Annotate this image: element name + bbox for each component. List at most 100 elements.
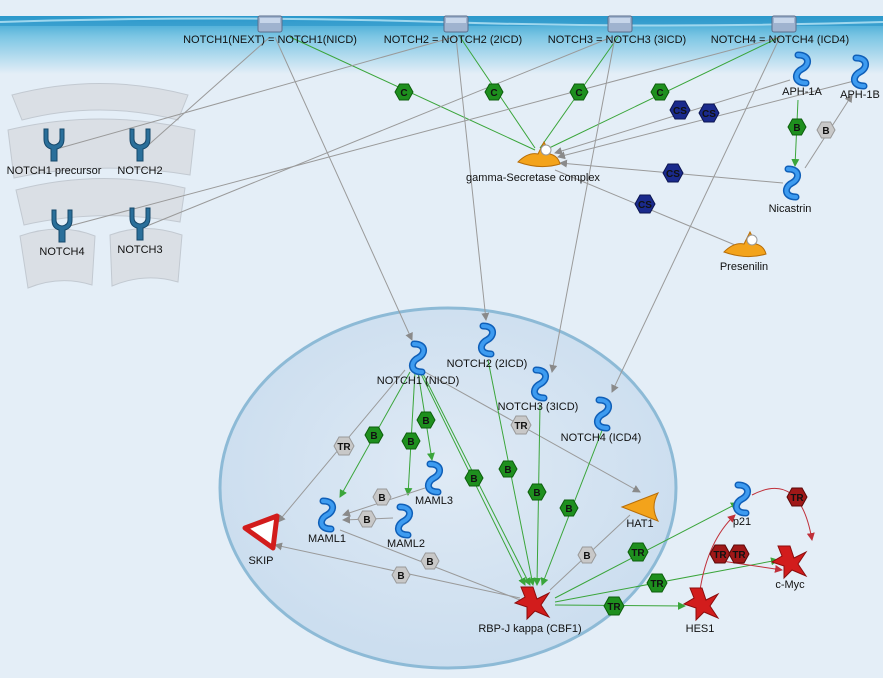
svg-text:B: B [378,493,385,504]
node-notch1-precursor[interactable]: NOTCH1 precursor [7,128,102,177]
badge-b: B [364,426,384,444]
svg-text:Nicastrin: Nicastrin [769,203,812,215]
badge-b: B [787,118,807,136]
svg-text:Presenilin: Presenilin [720,261,768,273]
svg-text:C: C [575,88,582,99]
svg-text:C: C [400,88,407,99]
node-notch1-membrane[interactable]: NOTCH1(NEXT) = NOTCH1(NICD) [183,15,357,46]
svg-text:B: B [583,551,590,562]
badge-c: C [394,83,414,101]
node-notch4-membrane[interactable]: NOTCH4 = NOTCH4 (ICD4) [711,15,849,46]
badge-cs: CS [698,103,720,123]
badge-tr: TR [646,573,668,593]
node-notch3-3icd[interactable]: NOTCH3 (3ICD) [498,370,579,413]
svg-text:NOTCH2: NOTCH2 [117,165,162,177]
node-hes1[interactable]: HES1 [683,587,719,635]
svg-text:B: B [370,431,377,442]
svg-text:B: B [397,571,404,582]
node-nicastrin[interactable]: Nicastrin [769,169,812,215]
svg-text:HES1: HES1 [686,623,715,635]
svg-text:B: B [470,474,477,485]
node-aph1a[interactable]: APH-1A [782,55,823,98]
svg-text:MAML1: MAML1 [308,533,346,545]
badge-c: C [484,83,504,101]
badge-b: B [372,488,392,506]
svg-text:C: C [490,88,497,99]
svg-text:gamma-Secretase complex: gamma-Secretase complex [466,172,600,184]
svg-text:B: B [422,416,429,427]
svg-text:B: B [407,437,414,448]
badge-c: C [569,83,589,101]
svg-text:C: C [656,88,663,99]
badge-tr: TR [627,542,649,562]
node-notch2-membrane[interactable]: NOTCH2 = NOTCH2 (2ICD) [384,15,522,46]
svg-text:B: B [565,504,572,515]
badge-b: B [401,432,421,450]
edge-badges: C C C C CS CS CS CS B B TR B B B TR B B … [333,83,836,616]
badge-tr: TR [709,544,731,564]
svg-text:APH-1B: APH-1B [840,89,880,101]
nucleus [218,306,678,670]
svg-text:c-Myc: c-Myc [775,579,805,591]
node-gamma-secretase[interactable]: gamma-Secretase complex [466,141,600,184]
badge-b: B [577,546,597,564]
svg-text:B: B [533,488,540,499]
badge-tr: TR [333,436,355,456]
node-notch4-receptor[interactable]: NOTCH4 [39,209,85,258]
node-cmyc[interactable]: c-Myc [771,545,807,591]
svg-text:MAML3: MAML3 [415,495,453,507]
badge-b: B [498,460,518,478]
node-maml3[interactable]: MAML3 [415,464,453,507]
svg-text:CS: CS [673,106,687,117]
node-notch4-icd4[interactable]: NOTCH4 (ICD4) [561,400,642,444]
node-skip[interactable]: SKIP [242,513,280,567]
badge-b: B [416,411,436,429]
badge-b: B [816,121,836,139]
node-p21[interactable]: p21 [733,485,751,528]
badge-b: B [357,510,377,528]
svg-text:TR: TR [631,548,645,559]
svg-text:NOTCH4 (ICD4): NOTCH4 (ICD4) [561,432,642,444]
svg-text:TR: TR [607,602,621,613]
badge-b: B [420,552,440,570]
node-notch2-2icd[interactable]: NOTCH2 (2ICD) [447,326,528,370]
svg-text:NOTCH3 (3ICD): NOTCH3 (3ICD) [498,401,579,413]
badge-tr: TR [786,487,808,507]
svg-text:NOTCH1 (NICD): NOTCH1 (NICD) [377,375,460,387]
node-presenilin[interactable]: Presenilin [720,231,768,273]
svg-text:RBP-J kappa (CBF1): RBP-J kappa (CBF1) [478,623,581,635]
badge-b: B [464,469,484,487]
svg-text:B: B [426,557,433,568]
badge-b: B [527,483,547,501]
svg-text:TR: TR [732,550,746,561]
svg-text:HAT1: HAT1 [626,518,653,530]
node-aph1b[interactable]: APH-1B [840,58,880,101]
badge-b: B [559,499,579,517]
svg-text:NOTCH4: NOTCH4 [39,246,84,258]
svg-text:MAML2: MAML2 [387,538,425,550]
svg-text:NOTCH1(NEXT) = NOTCH1(NICD): NOTCH1(NEXT) = NOTCH1(NICD) [183,34,357,46]
node-maml2[interactable]: MAML2 [387,507,425,550]
badge-tr: TR [728,544,750,564]
badge-tr: TR [510,415,532,435]
badge-c: C [650,83,670,101]
svg-text:TR: TR [514,421,528,432]
svg-text:B: B [822,126,829,137]
node-notch3-receptor[interactable]: NOTCH3 [117,207,163,256]
svg-text:TR: TR [337,442,351,453]
svg-text:NOTCH3 = NOTCH3 (3ICD): NOTCH3 = NOTCH3 (3ICD) [548,34,686,46]
svg-text:B: B [793,123,800,134]
badge-cs: CS [634,194,656,214]
svg-text:SKIP: SKIP [248,555,273,567]
node-notch3-membrane[interactable]: NOTCH3 = NOTCH3 (3ICD) [548,15,686,46]
node-notch2-receptor[interactable]: NOTCH2 [117,128,163,177]
svg-text:TR: TR [650,579,664,590]
badge-tr: TR [603,596,625,616]
svg-text:B: B [363,515,370,526]
svg-text:APH-1A: APH-1A [782,86,822,98]
node-hat1[interactable]: HAT1 [620,492,660,530]
node-maml1[interactable]: MAML1 [308,501,346,545]
node-rbpj[interactable]: RBP-J kappa (CBF1) [478,586,582,635]
node-notch1-nicd[interactable]: NOTCH1 (NICD) [377,344,460,387]
